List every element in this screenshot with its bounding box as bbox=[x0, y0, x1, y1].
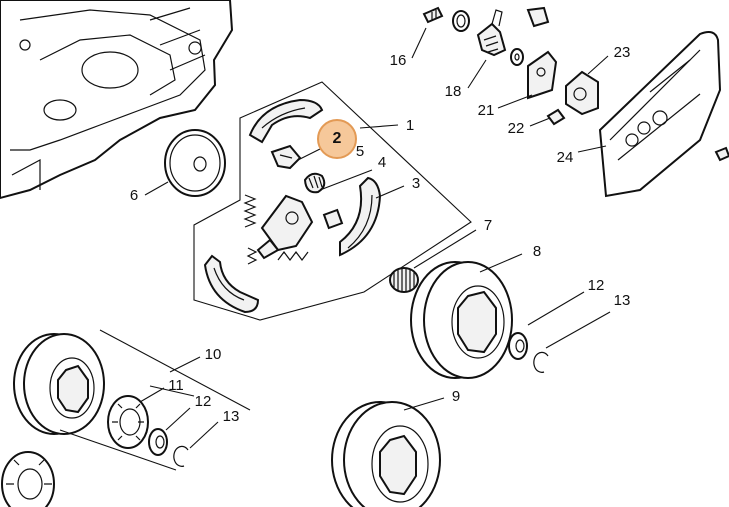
callout-23: 23 bbox=[614, 44, 631, 61]
callout-3: 3 bbox=[412, 175, 420, 192]
callout-16: 16 bbox=[390, 52, 407, 69]
callout-2-highlight[interactable] bbox=[317, 119, 357, 159]
callout-1: 1 bbox=[406, 117, 414, 134]
callout-21: 21 bbox=[478, 102, 495, 119]
callout-4: 4 bbox=[378, 154, 386, 171]
part-22-screw bbox=[546, 108, 566, 126]
part-21-bracket bbox=[527, 50, 558, 100]
callout-5: 5 bbox=[356, 143, 364, 160]
clutch-hub bbox=[256, 194, 314, 260]
callout-11: 11 bbox=[168, 377, 184, 394]
washer-left bbox=[148, 428, 168, 456]
washer-small bbox=[510, 48, 524, 66]
part-16-screw bbox=[422, 6, 444, 24]
callout-12-top: 12 bbox=[588, 277, 605, 294]
part-23-tensioner bbox=[565, 70, 599, 116]
callout-10: 10 bbox=[205, 346, 222, 363]
part-9-clutch-drum bbox=[331, 401, 441, 507]
callout-18: 18 bbox=[445, 83, 462, 100]
clutch-shoe-top bbox=[248, 98, 324, 144]
callout-13-bottom: 13 bbox=[223, 408, 240, 425]
callout-6: 6 bbox=[130, 187, 138, 204]
clutch-spring-bottom bbox=[277, 251, 309, 261]
clutch-group-outline bbox=[193, 81, 472, 321]
part-18-gear bbox=[476, 9, 507, 57]
washer-right bbox=[508, 332, 528, 360]
part-24-cover bbox=[598, 31, 722, 198]
part-7-bearing bbox=[389, 267, 419, 293]
cover-screw bbox=[714, 146, 729, 162]
part-2-clip bbox=[270, 144, 302, 170]
part-5-spring bbox=[303, 172, 326, 194]
part-6-disc bbox=[164, 129, 226, 197]
clutch-shoe-left bbox=[203, 254, 260, 314]
rim-sprocket-bottom-left bbox=[1, 451, 55, 507]
part-3-clutch-shoe bbox=[322, 176, 382, 257]
callout-22: 22 bbox=[508, 120, 525, 137]
callout-13-top: 13 bbox=[614, 292, 631, 309]
callout-24: 24 bbox=[557, 149, 574, 166]
callout-9: 9 bbox=[452, 388, 460, 405]
clutch-spring-left bbox=[243, 194, 258, 265]
callout-12-bottom: 12 bbox=[195, 393, 212, 410]
callout-2: 2 bbox=[333, 130, 342, 147]
e-clip-left bbox=[173, 445, 189, 467]
e-clip-right bbox=[533, 351, 549, 373]
o-ring bbox=[452, 10, 470, 32]
callout-8: 8 bbox=[533, 243, 541, 260]
part-11-rim-sprocket bbox=[107, 395, 149, 449]
top-bracket-small bbox=[526, 6, 550, 28]
callout-7: 7 bbox=[484, 217, 492, 234]
part-8-clutch-drum bbox=[410, 261, 513, 379]
part-10-clutch-drum bbox=[13, 333, 105, 435]
engine-housing bbox=[0, 0, 234, 200]
